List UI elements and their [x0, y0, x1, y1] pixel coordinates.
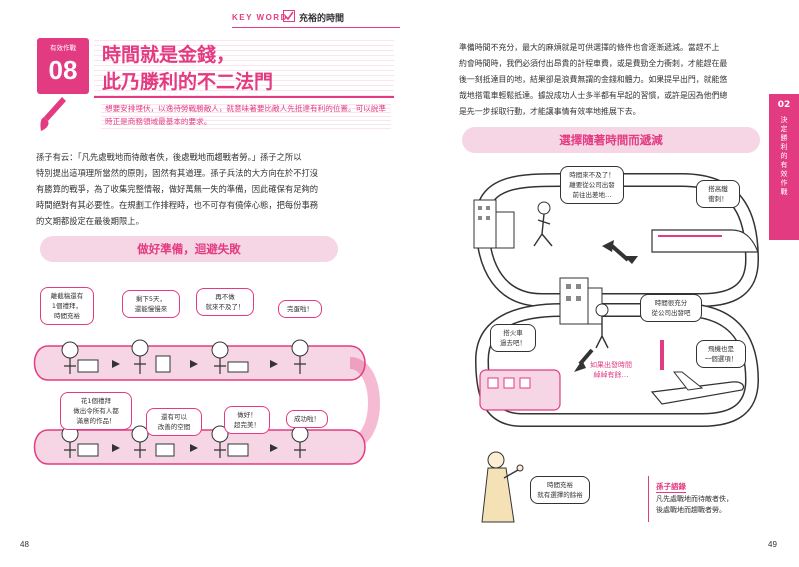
bubble-line: 就有選擇的餘裕: [537, 491, 583, 499]
bubble-bullet-train: 搭高鐵 衝刺！: [696, 180, 740, 208]
bubble-line: 離截稿還有: [50, 292, 84, 300]
bubble-success: 成功啦！: [286, 410, 328, 428]
bubble-line: 離要從公司出發: [569, 181, 615, 189]
paragraph-line: 時間絕對有其必要性。在規劃工作排程時，也不可存有僥倖心態，把每份事務: [36, 200, 319, 210]
bubble-perfect: 做好！ 超完美！: [224, 406, 270, 434]
paragraph-line: 約會時間時，我們必須付出昂貴的計程車費，或是費勁全力衝刺，才能趕在最: [459, 59, 728, 68]
bubble-line: 超完美！: [234, 421, 260, 429]
bubble-line: 從公司出發吧: [651, 309, 691, 317]
bubble-line: 前往出差地…: [572, 191, 612, 199]
section-badge: 有效作戰 08: [37, 38, 89, 94]
bubble-must-start: 再不做 就來不及了！: [196, 288, 254, 316]
section-title-left: 做好準備，迴避失敗: [40, 236, 338, 262]
paintbrush-icon: [40, 97, 66, 131]
bubble-line: 就來不及了！: [205, 303, 245, 311]
keyword-title: 充裕的時間: [299, 14, 345, 24]
bubble-plane-option: 飛機也是 一個選項！: [696, 340, 746, 368]
right-paragraph: 準備時間不充分，最大的麻煩就是可供選擇的條件也會逐漸遞減。當趕不上 約會時間時，…: [459, 40, 764, 120]
caption-line: 如果出發時間: [590, 361, 632, 369]
caption-line: 綽綽有餘…: [593, 371, 629, 379]
bubble-late: 時間來不及了！ 離要從公司出發 前往出差地…: [560, 166, 624, 204]
quote-line: 後處戰地而趨戰者勞。: [656, 506, 726, 514]
left-paragraph: 孫子有云：「凡先處戰地而待敵者佚，後處戰地而趨戰者勞。」孫子之所以 特別提出這項…: [36, 149, 391, 229]
bubble-line: 時間充裕: [547, 481, 573, 489]
checkbox-icon: [283, 10, 295, 22]
section-title-right: 選擇隨著時間而遞減: [462, 127, 760, 153]
bubble-line: 花1個禮拜: [80, 397, 112, 405]
bubble-line: 做好！: [237, 411, 257, 419]
paragraph-line: 後一刻抵達目的地，結果卻是浪費無謂的金錢和體力。如果提早出門，就能悠: [459, 75, 728, 84]
bubble-line: 飛機也是: [708, 345, 734, 353]
title-line-1: 時間就是金錢，: [102, 44, 236, 66]
bubble-line: 時間來不及了！: [569, 171, 615, 179]
quote-box: [648, 476, 758, 522]
bubble-line: 還有可以: [161, 413, 187, 421]
badge-number: 08: [48, 55, 78, 85]
bubble-line: 衝刺！: [708, 195, 728, 203]
bubble-sage: 時間充裕 就有選擇的餘裕: [530, 476, 590, 504]
sun-tzu-figure: [481, 451, 524, 523]
paragraph-line: 是先一步採取行動，才能讓事情有效率地推展下去。: [459, 107, 641, 116]
quote-line: 凡先處戰地而待敵者佚，: [656, 495, 733, 503]
title-background: [94, 38, 394, 98]
paragraph-line: 哉地搭電車輕鬆抵達。據說成功人士多半都有早起的習慣，或許是因為他們總: [459, 91, 728, 100]
chapter-side-tab: 02 決定勝利的有效作戰: [769, 94, 799, 240]
bubble-line: 改善的空間: [157, 423, 191, 431]
page-number-left: 48: [20, 540, 29, 549]
bubble-line: 做出令所有人都: [73, 407, 119, 415]
paragraph-line: 有勝算的戰爭，為了收集完整情報，做好萬無一失的準備，因此確保有足夠的: [36, 184, 319, 194]
page-number-right: 49: [768, 540, 777, 549]
paragraph-line: 特別提出這項理所當然的原則，固然有其道理。孫子兵法的大方向在於不打沒: [36, 168, 319, 178]
keyword-label: KEY WORD: [232, 13, 288, 22]
title-line-2: 此乃勝利的不二法門: [102, 71, 274, 93]
bubble-enough-time: 時間很充分 從公司出發吧: [640, 294, 702, 322]
preparation-illustration: [33, 339, 380, 465]
bubble-line: 再不做: [215, 293, 235, 301]
paragraph-line: 孫子有云：「凡先處戰地而待敵者佚，後處戰地而趨戰者勞。」孫子之所以: [36, 152, 302, 162]
page-title: 時間就是金錢， 此乃勝利的不二法門: [102, 42, 273, 96]
header-divider: [232, 27, 400, 28]
bubble-doomed: 完蛋啦！: [278, 300, 322, 318]
bubble-five-days: 剩下5天， 還能慢慢來: [122, 290, 180, 318]
bubble-line: 時間很充分: [654, 299, 688, 307]
bubble-line: 剩下5天，: [135, 295, 167, 303]
bubble-line: 1個禮拜，: [51, 302, 83, 310]
badge-label: 有效作戰: [50, 44, 76, 52]
bubble-line: 過去吧！: [500, 339, 526, 347]
bubble-spend-week: 花1個禮拜 做出令所有人都 滿意的作品！: [60, 392, 132, 430]
choices-diagram: [473, 173, 760, 427]
quote-title: 孫子語錄: [656, 482, 686, 493]
bubble-line: 滿意的作品！: [76, 417, 116, 425]
bubble-room-improve: 還有可以 改善的空間: [146, 408, 202, 436]
quote-text: 凡先處戰地而待敵者佚， 後處戰地而趨戰者勞。: [656, 494, 733, 516]
bubble-line: 搭高鐵: [708, 185, 728, 193]
bubble-line: 還能慢慢來: [134, 305, 168, 313]
bubble-week-left: 離截稿還有 1個禮拜， 時間充裕: [40, 287, 94, 325]
side-tab-number: 02: [777, 100, 791, 110]
side-tab-text: 決定勝利的有效作戰: [780, 116, 788, 196]
bubble-line: 一個選項！: [704, 355, 738, 363]
red-caption: 如果出發時間 綽綽有餘…: [590, 360, 632, 380]
bubble-line: 搭火車: [503, 329, 523, 337]
bubble-line: 時間充裕: [54, 312, 80, 320]
bubble-take-train: 搭火車 過去吧！: [490, 324, 536, 352]
paragraph-line: 準備時間不充分，最大的麻煩就是可供選擇的條件也會逐漸遞減。當趕不上: [459, 43, 720, 52]
paragraph-line: 的文期都設定在最後期限上。: [36, 216, 144, 226]
subtitle: 想要安排埋伏，以逸待勞戰勝敵人，就意味著要比敵人先抵達有利的位置。可以說準時正是…: [101, 101, 391, 129]
